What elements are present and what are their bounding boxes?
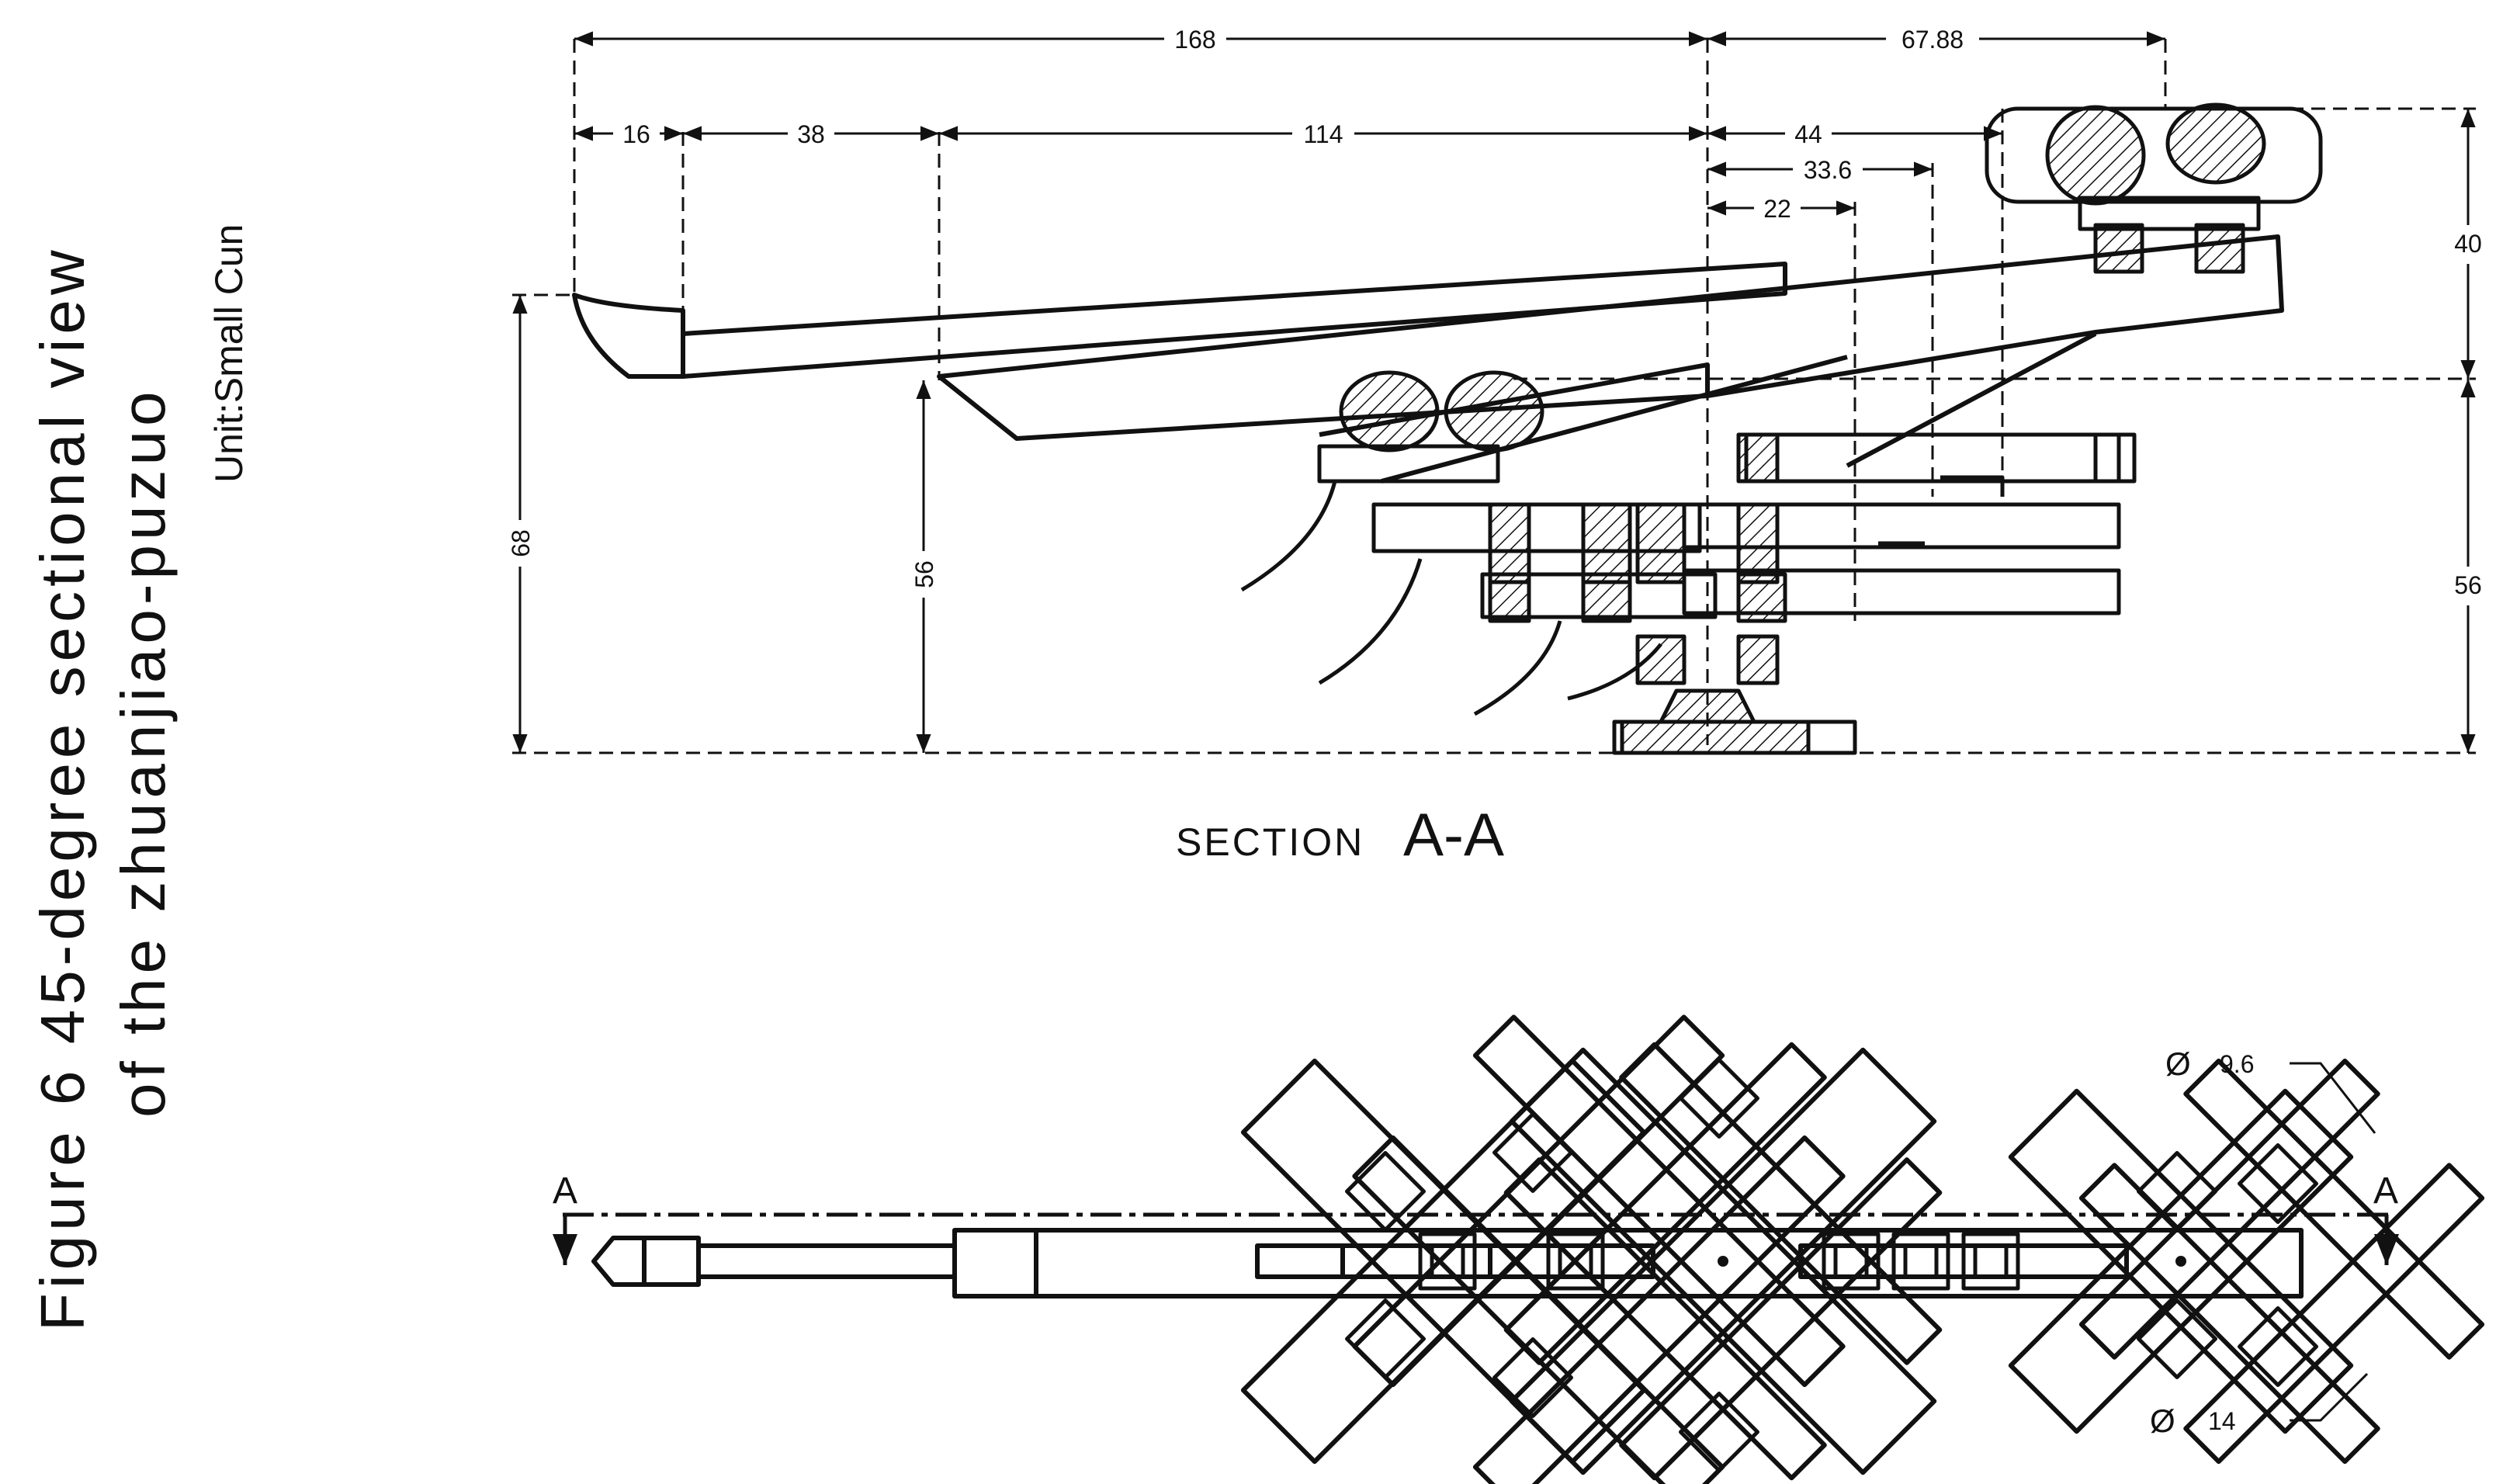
dim-40: 40 (2454, 230, 2482, 258)
arm-end-block (572, 293, 685, 379)
diameter-upper: 9.6 (2220, 1050, 2254, 1078)
diameter-symbol-lower: Ø (2150, 1403, 2175, 1439)
dim-168: 168 (1174, 26, 1215, 54)
main-beam (591, 1228, 2304, 1298)
arm-members (572, 234, 2284, 484)
brackets (1240, 196, 2261, 755)
dim-68: 68 (507, 529, 535, 557)
plan-labels: A A Ø 9.6 Ø 14 (553, 1045, 2398, 1439)
extension-lines (512, 39, 2476, 754)
section-view (512, 31, 2476, 755)
diameter-symbol-upper: Ø (2165, 1045, 2191, 1082)
figure-title-line2: of the zhuanjiao-puzuo (109, 387, 178, 1118)
dim-114: 114 (1303, 120, 1343, 148)
dim-22: 22 (1763, 195, 1791, 223)
section-id: A-A (1403, 800, 1504, 869)
hatched-sections (1339, 102, 2323, 755)
section-word: SECTION (1176, 820, 1364, 864)
lower-arm (937, 234, 2284, 441)
left-bracket-cluster (1240, 1014, 1943, 1484)
figure-title-line1: Figure 6 45-degree sectional view (28, 245, 97, 1331)
section-caption: SECTION A-A (1176, 800, 1504, 869)
diameter-lower: 14 (2208, 1407, 2236, 1435)
plan-view (553, 1014, 2485, 1484)
upper-arm (681, 262, 1787, 379)
dim-16: 16 (622, 120, 650, 148)
dim-33-6: 33.6 (1804, 156, 1852, 184)
dim-67-88: 67.88 (1901, 26, 1964, 54)
figure-caption: Figure 6 45-degree sectional view of the… (28, 224, 251, 1331)
dim-56-right: 56 (2454, 571, 2482, 599)
dim-38: 38 (797, 120, 825, 148)
dim-56-mid: 56 (910, 560, 938, 588)
section-marker-right: A (2373, 1170, 2398, 1212)
section-marker-left: A (553, 1170, 577, 1212)
dimension-labels: 168 67.88 16 38 114 44 33.6 22 40 56 68 … (504, 23, 2487, 605)
unit-label: Unit:Small Cun (207, 224, 251, 483)
dim-44: 44 (1794, 120, 1822, 148)
right-bracket-cluster (2008, 1058, 2485, 1465)
